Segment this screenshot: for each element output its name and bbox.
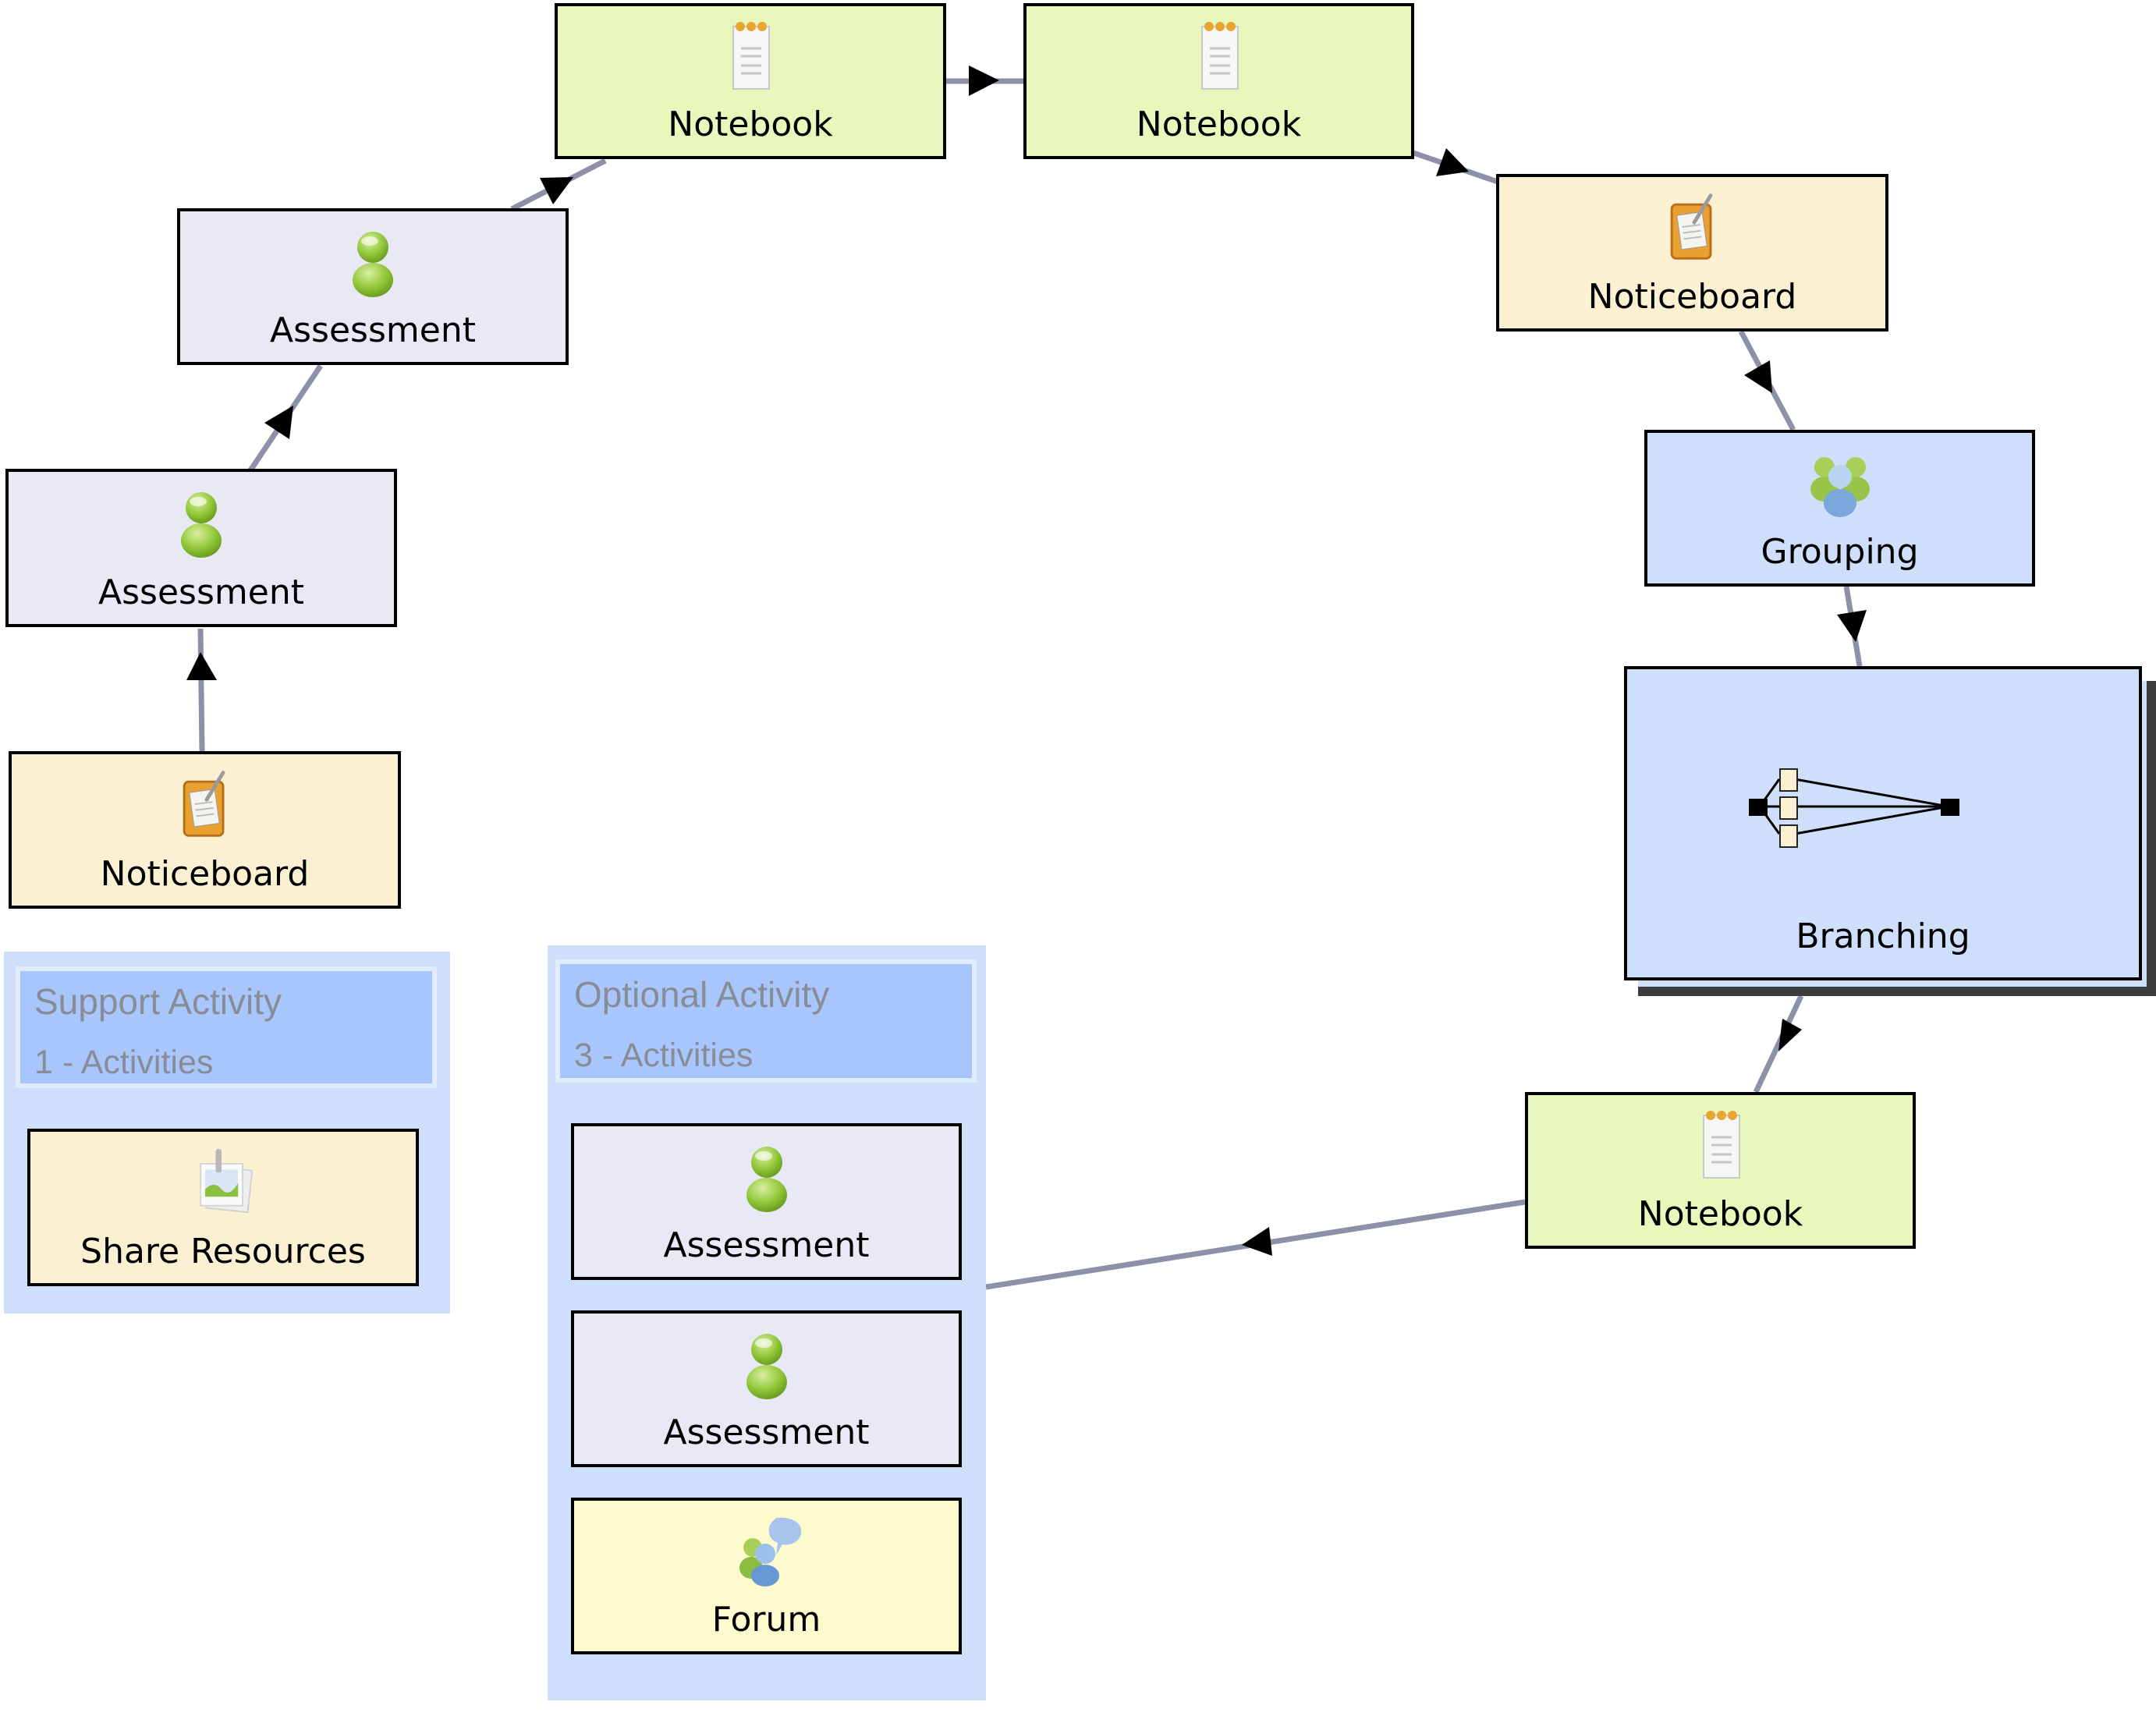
transition-assessment2-assessment1[interactable] xyxy=(248,364,323,472)
transition-notebook2-noticeboard2[interactable] xyxy=(1412,148,1499,185)
container-header: Support Activity 1 - Activities xyxy=(16,966,437,1088)
transition-notebook3-optional[interactable] xyxy=(985,1199,1526,1290)
transition-line[interactable] xyxy=(1843,586,1863,667)
group-icon xyxy=(1801,444,1879,522)
arrowhead-icon xyxy=(969,66,999,96)
transition-line[interactable] xyxy=(197,628,205,752)
person-icon xyxy=(728,1324,806,1402)
container-activity-count: 1 - Activities xyxy=(34,1044,214,1081)
container-activity-count: 3 - Activities xyxy=(574,1037,754,1074)
activity-noticeboard[interactable]: Noticeboard xyxy=(9,751,401,909)
activity-label: Assessment xyxy=(663,1413,870,1452)
arrowhead-icon xyxy=(1242,1227,1272,1256)
transition-branching-notebook3[interactable] xyxy=(1753,994,1804,1094)
activity-label: Forum xyxy=(711,1600,821,1640)
arrowhead-icon xyxy=(264,406,293,439)
activity-label: Notebook xyxy=(1136,105,1302,144)
activity-label: Grouping xyxy=(1761,532,1919,572)
transition-noticeboard1-assessment2[interactable] xyxy=(186,628,217,752)
activity-grouping[interactable]: Grouping xyxy=(1644,430,2035,587)
arrowhead-icon xyxy=(1837,610,1867,642)
activity-notebook[interactable]: Notebook xyxy=(1023,3,1414,159)
arrowhead-icon xyxy=(186,652,217,680)
transition-line[interactable] xyxy=(1738,330,1796,431)
container-title: Optional Activity xyxy=(574,974,830,1015)
activity-label: Notebook xyxy=(668,105,833,144)
container-title: Support Activity xyxy=(34,981,282,1022)
activity-branching[interactable]: Branching xyxy=(1624,666,2142,980)
transition-notebook1-notebook2[interactable] xyxy=(946,66,1023,96)
noticeboard-icon xyxy=(1655,190,1730,264)
arrowhead-icon xyxy=(540,177,573,204)
activity-label: Assessment xyxy=(98,573,304,612)
person-icon xyxy=(162,483,240,561)
activity-label: Share Resources xyxy=(80,1232,366,1271)
activity-label: Notebook xyxy=(1637,1194,1803,1234)
activity-label: Assessment xyxy=(270,310,476,350)
activity-noticeboard[interactable]: Noticeboard xyxy=(1496,174,1888,332)
transition-line[interactable] xyxy=(510,158,607,212)
activity-notebook[interactable]: Notebook xyxy=(555,3,946,159)
transition-line[interactable] xyxy=(248,364,323,472)
activity-assessment[interactable]: Assessment xyxy=(571,1310,962,1467)
person-icon xyxy=(728,1137,806,1215)
activity-label: Branching xyxy=(1796,916,1970,956)
activity-share-resources[interactable]: Share Resources xyxy=(27,1129,419,1286)
transition-line[interactable] xyxy=(1753,994,1804,1094)
transition-grouping-branching[interactable] xyxy=(1837,586,1867,667)
arrowhead-icon xyxy=(1436,148,1469,176)
activity-label: Assessment xyxy=(663,1225,870,1265)
activity-label: Noticeboard xyxy=(1587,277,1797,317)
arrowhead-icon xyxy=(1778,1019,1802,1051)
activity-label: Noticeboard xyxy=(100,854,310,894)
activity-notebook[interactable]: Notebook xyxy=(1525,1092,1916,1249)
notebook-icon xyxy=(711,17,789,95)
forum-icon xyxy=(728,1512,806,1590)
person-icon xyxy=(334,222,412,300)
notebook-icon xyxy=(1180,17,1258,95)
arrowhead-icon xyxy=(1744,360,1772,393)
share-resources-icon xyxy=(186,1144,261,1219)
activity-forum[interactable]: Forum xyxy=(571,1498,962,1654)
noticeboard-icon xyxy=(168,767,243,842)
branching-icon xyxy=(1736,752,1970,861)
transition-noticeboard2-grouping[interactable] xyxy=(1738,330,1796,431)
activity-assessment[interactable]: Assessment xyxy=(177,208,569,365)
container-header: Optional Activity 3 - Activities xyxy=(555,959,977,1083)
transition-line[interactable] xyxy=(1412,150,1499,185)
activity-assessment[interactable]: Assessment xyxy=(5,469,397,627)
transition-line[interactable] xyxy=(985,1199,1526,1290)
transition-assessment1-notebook1[interactable] xyxy=(510,158,607,212)
activity-assessment[interactable]: Assessment xyxy=(571,1123,962,1280)
notebook-icon xyxy=(1682,1106,1760,1184)
